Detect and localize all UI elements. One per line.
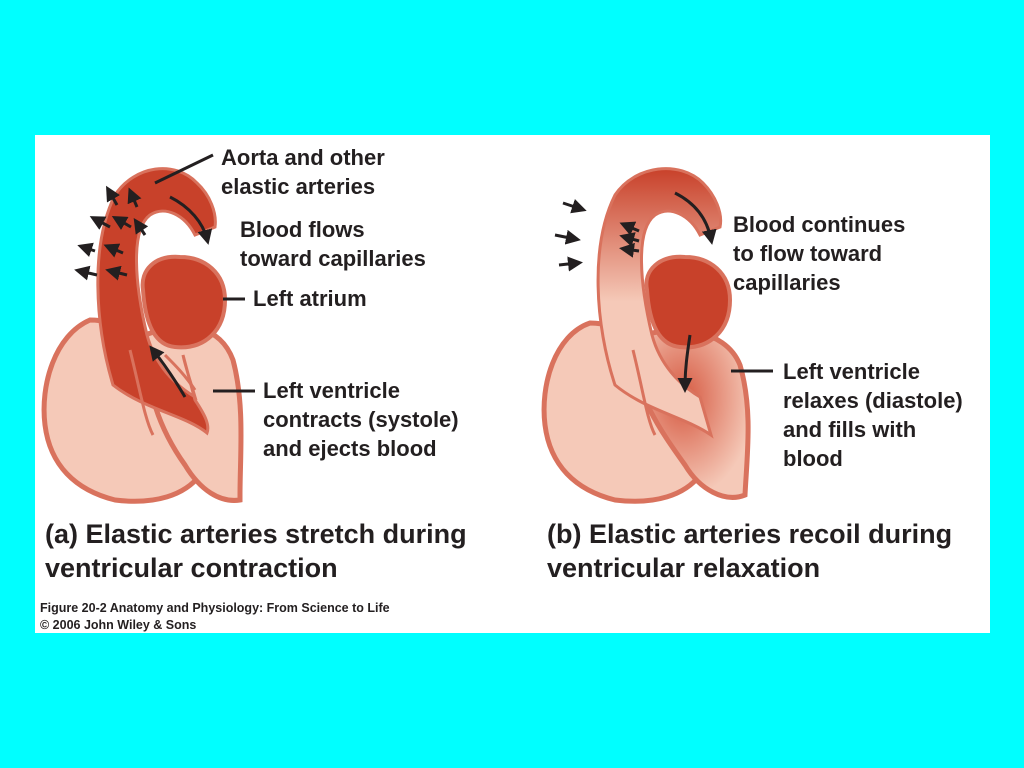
heart-b-septum <box>631 349 657 436</box>
heart-a-septum <box>128 349 197 436</box>
heart-a-left-atrium <box>140 254 228 350</box>
label-blood-continues: Blood continues to flow toward capillari… <box>733 212 906 295</box>
label-left-ventricle-relaxes: Left ventricle relaxes (diastole) and fi… <box>783 359 963 471</box>
heart-diagram <box>41 153 773 504</box>
label-aorta: Aorta and other elastic arteries <box>221 145 385 199</box>
caption-a: (a) Elastic arteries stretch during vent… <box>45 519 467 583</box>
heart-a-stretch-arrows <box>74 185 149 281</box>
label-left-ventricle-contracts: Left ventricle contracts (systole) and e… <box>263 378 459 461</box>
heart-a-flow-arrow-ventricle <box>149 345 187 398</box>
caption-b: (b) Elastic arteries recoil during ventr… <box>547 519 953 583</box>
credit-line-1: Figure 20-2 Anatomy and Physiology: From… <box>40 601 390 615</box>
heart-b-flow-arrow-ventricle <box>677 334 693 393</box>
heart-b-recoil-arrows <box>554 199 640 272</box>
heart-b <box>541 167 751 504</box>
label-blood-flows: Blood flows toward capillaries <box>240 217 426 271</box>
heart-b-left-atrium <box>644 254 733 350</box>
heart-b-flow-arrow-aorta <box>674 191 717 245</box>
label-left-atrium: Left atrium <box>253 286 367 311</box>
heart-a-flow-arrow-aorta <box>169 195 213 245</box>
credit-line-2: © 2006 John Wiley & Sons <box>40 618 197 632</box>
heart-a <box>41 167 244 504</box>
heart-a-leader-lines <box>154 153 255 393</box>
figure-panel: Aorta and other elastic arteries Blood f… <box>35 135 990 633</box>
